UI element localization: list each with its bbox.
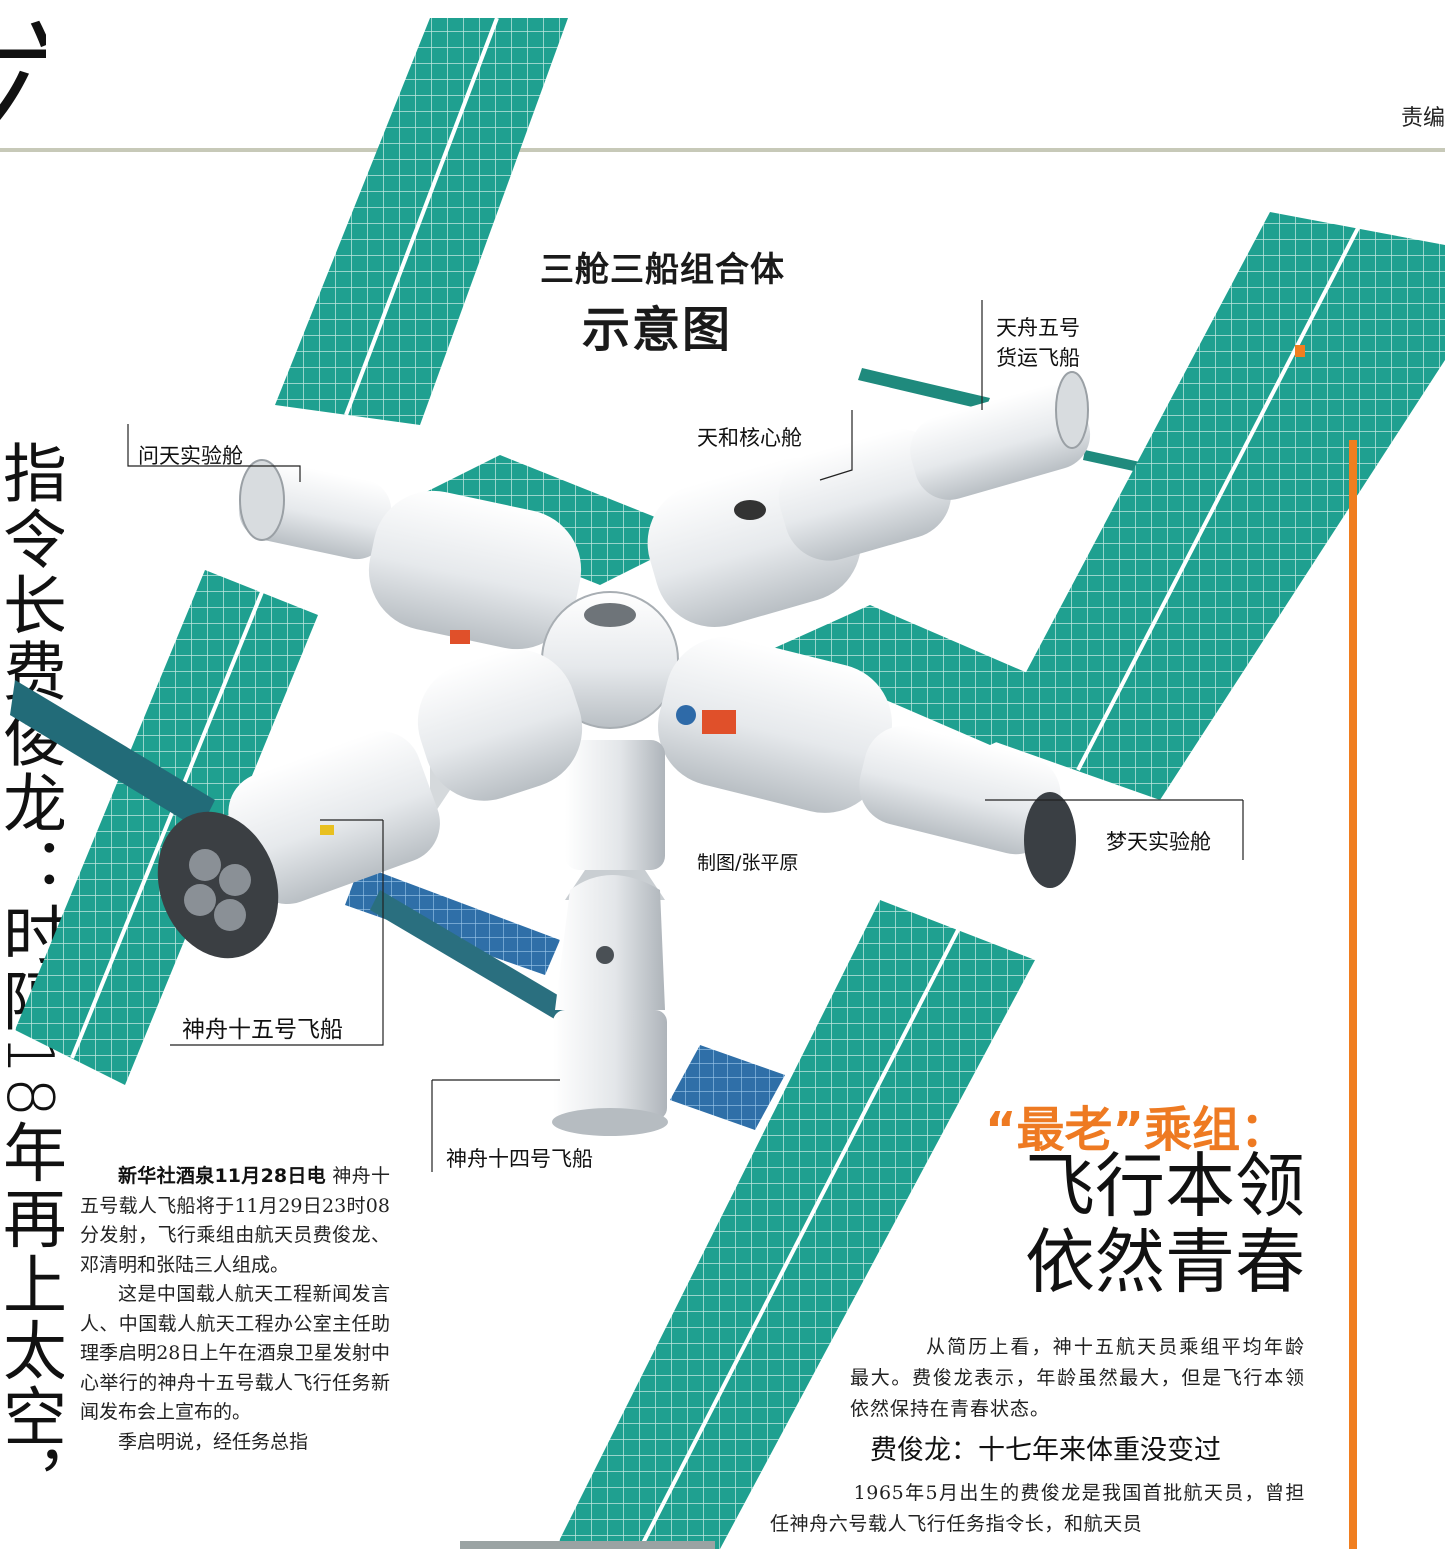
article-paragraph-1: 新华社酒泉11月28日电 神舟十五号载人飞船将于11月29日23时08分发射，飞…	[80, 1165, 390, 1276]
feature-subhead: 费俊龙：十七年来体重没变过	[870, 1435, 1221, 1466]
shenzhou15-solar-wing	[10, 680, 215, 830]
mengtian-module	[658, 637, 1076, 888]
label-tianzhou-line1: 天舟五号	[996, 316, 1080, 340]
shenzhou14-spacecraft	[552, 740, 668, 1136]
article-paragraph-2: 这是中国载人航天工程新闻发言人、中国载人航天工程办公室主任助理季启明28日上午在…	[80, 1283, 390, 1423]
dateline: 新华社酒泉11月28日电	[118, 1165, 326, 1187]
wentian-upper-solar-wing	[275, 17, 568, 425]
header-rule	[0, 148, 1445, 152]
caption-strip	[460, 1541, 715, 1549]
feature-body: 1965年5月出生的费俊龙是我国首批航天员，曾担任神舟六号载人飞行任务指令长，和…	[770, 1482, 1305, 1535]
leader-lines	[127, 300, 1244, 1172]
label-shenzhou14: 神舟十四号飞船	[446, 1147, 593, 1171]
headline-line2: 依然青春	[1025, 1221, 1305, 1303]
headline-line1: 飞行本领	[1025, 1145, 1305, 1227]
label-mengtian: 梦天实验舱	[1106, 830, 1211, 854]
feature-lead: 从简历上看，神十五航天员乘组平均年龄最大。费俊龙表示，年龄虽然最大，但是飞行本领…	[850, 1336, 1305, 1420]
mengtian-upper-solar-wing	[990, 212, 1445, 800]
diagram-title-line2: 示意图	[582, 302, 733, 358]
label-tianzhou-line2: 货运飞船	[996, 346, 1080, 370]
mengtian-lower-solar-wing	[555, 900, 1035, 1549]
accent-rule	[1349, 440, 1357, 1549]
feature-kicker: “最老”乘组：	[985, 1102, 1289, 1158]
wentian-module	[238, 459, 582, 650]
feature-headline: 飞行本领 依然青春	[985, 1148, 1305, 1300]
editor-label: 责编	[1400, 106, 1445, 131]
accent-tick	[1295, 345, 1305, 357]
illustration-credit: 制图/张平原	[697, 852, 799, 874]
tianzhou5-cargo-ship	[910, 371, 1091, 500]
label-tianhe: 天和核心舱	[697, 426, 802, 450]
tianzhou-solar-wing	[858, 368, 990, 410]
corner-glyph: 六	[0, 20, 46, 130]
article-paragraph-3: 季启明说，经任务总指	[118, 1430, 309, 1453]
tianhe-aft-section	[417, 649, 583, 801]
label-wentian: 问天实验舱	[138, 444, 243, 468]
wentian-lower-solar-wing	[15, 570, 318, 1085]
diagram-title-line1: 三舱三船组合体	[540, 250, 785, 290]
label-shenzhou15: 神舟十五号飞船	[182, 1017, 343, 1043]
news-article: 新华社酒泉11月28日电 神舟十五号载人飞船将于11月29日23时08分发射，飞…	[80, 1162, 390, 1457]
shenzhou14-solar-wing	[670, 1045, 785, 1130]
tianhe-module	[647, 429, 952, 628]
